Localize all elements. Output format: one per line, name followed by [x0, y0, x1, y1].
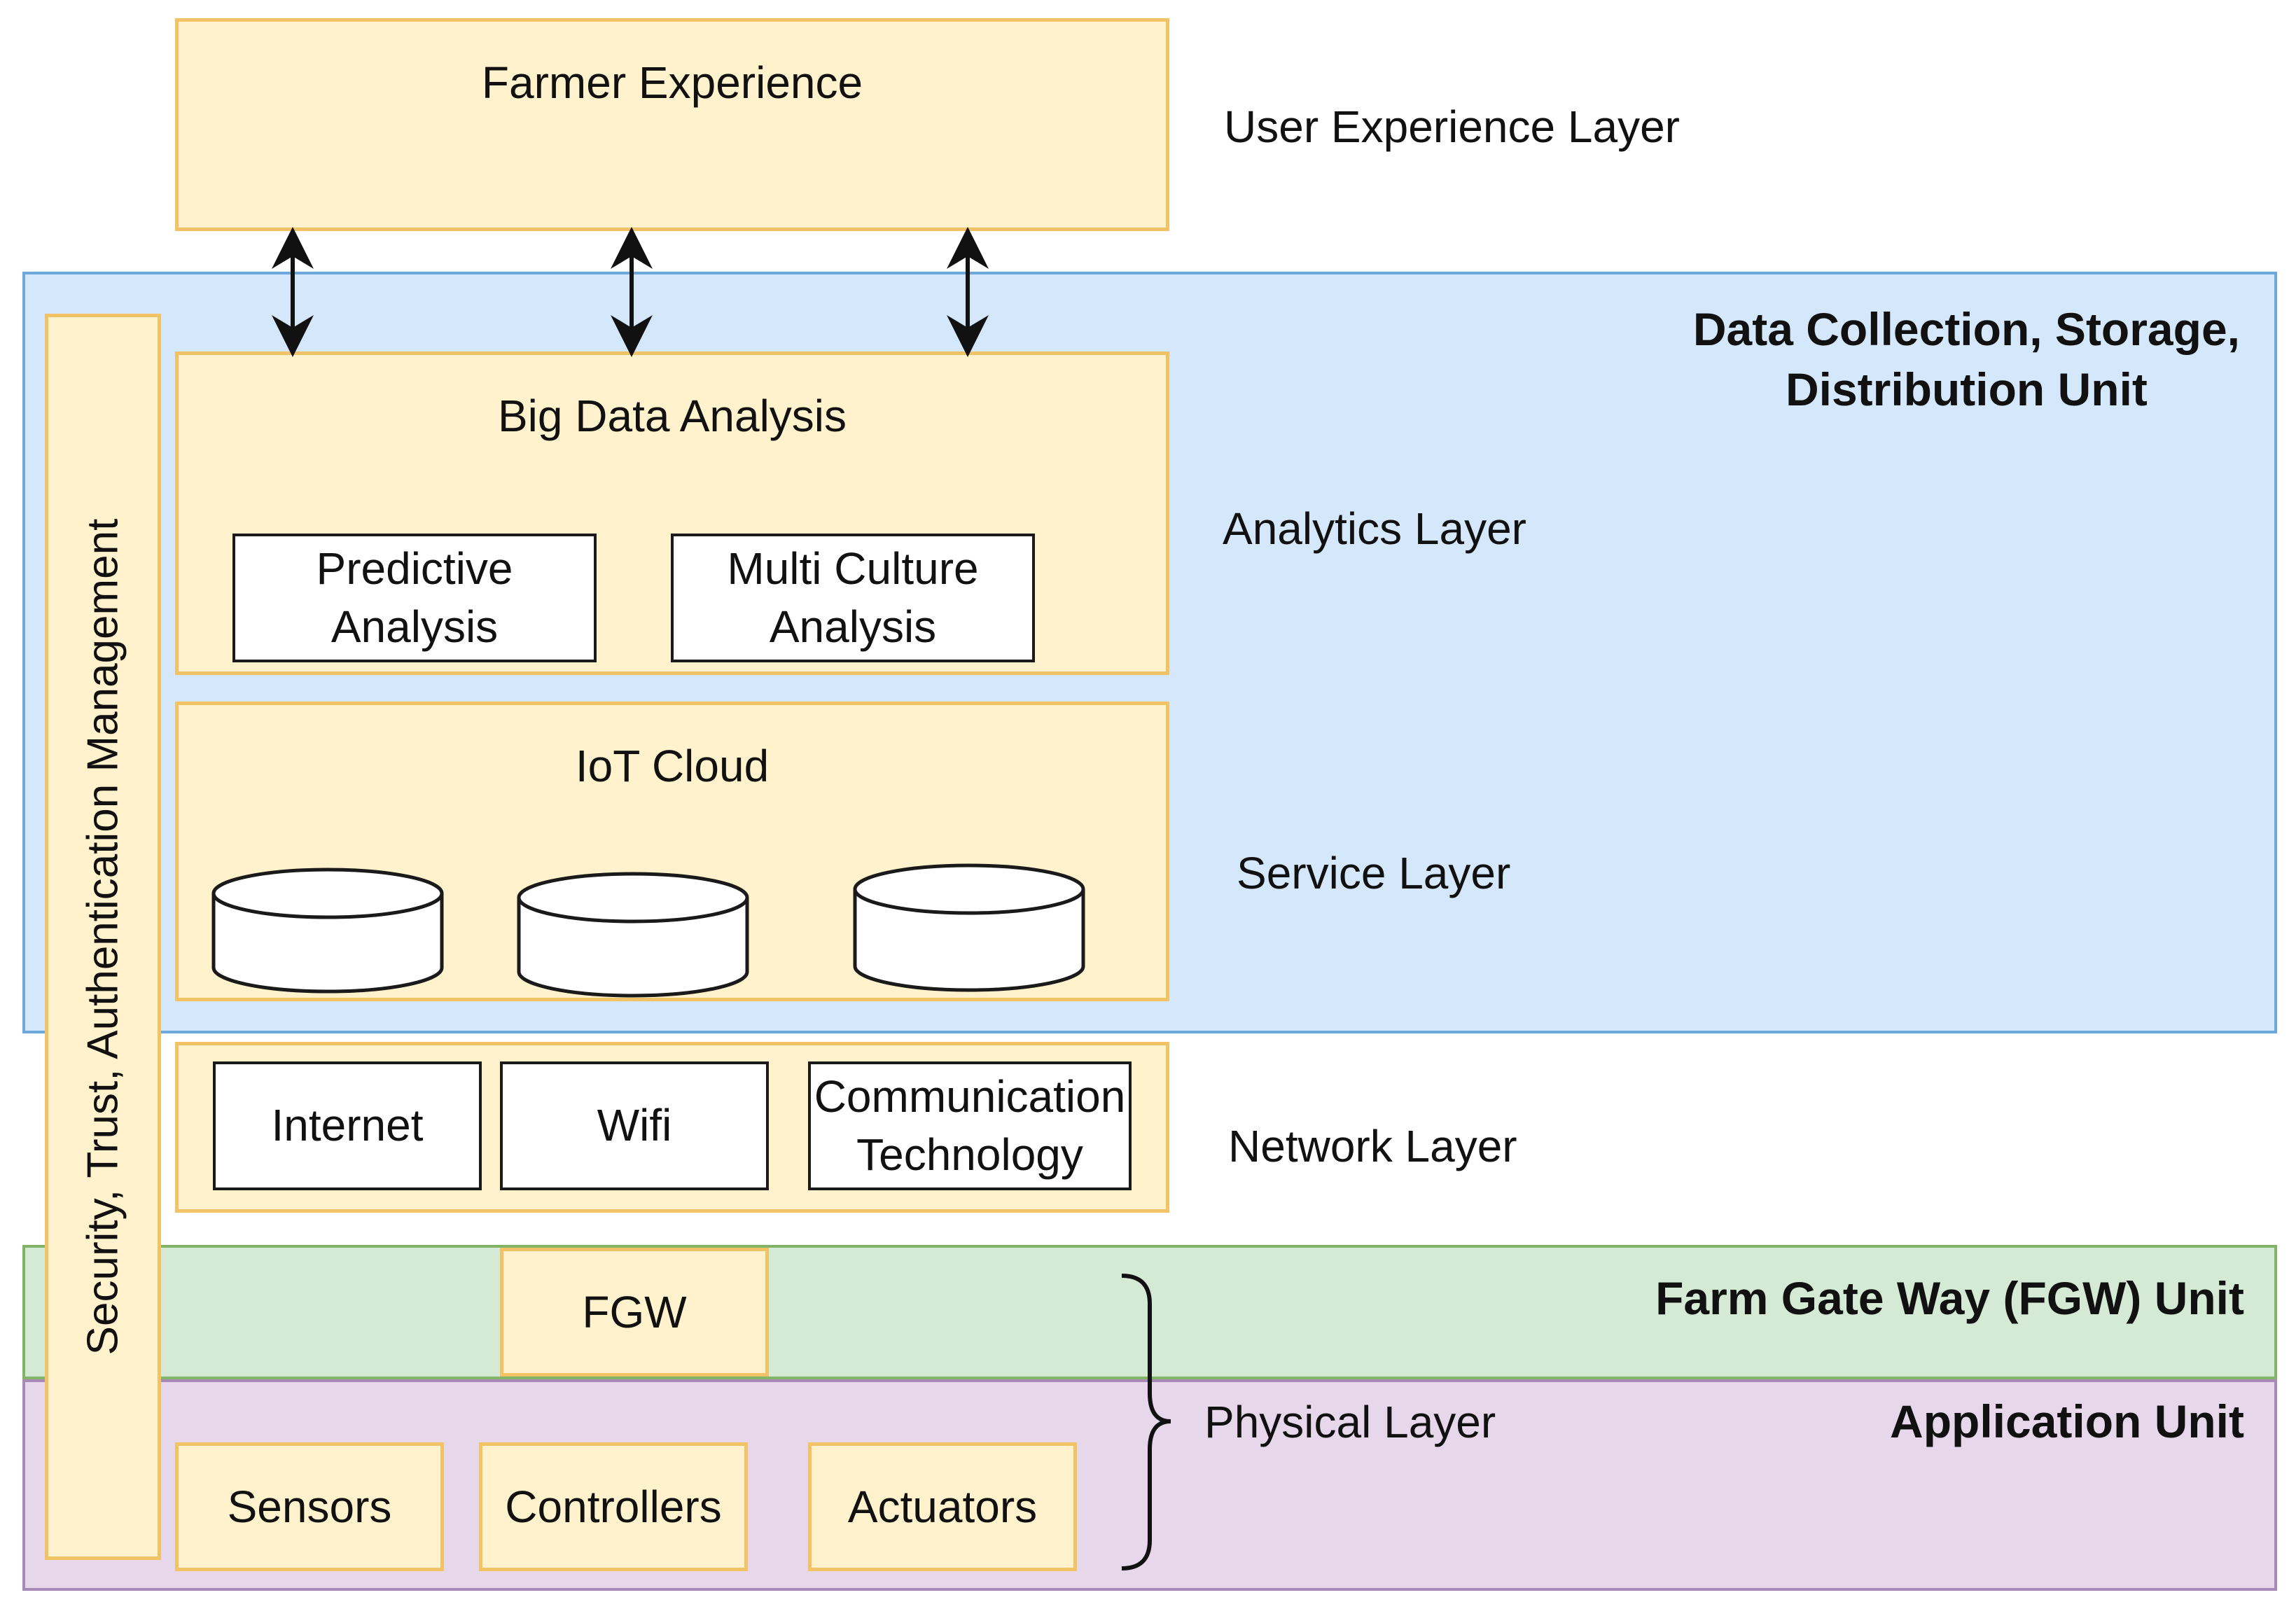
analytics-layer-label: Analytics Layer	[1223, 503, 1526, 554]
controllers-label: Controllers	[505, 1482, 722, 1532]
internet-label: Internet	[271, 1100, 424, 1151]
wifi-label: Wifi	[597, 1100, 672, 1151]
communication-technology-line2: Technology	[856, 1129, 1083, 1180]
predictive-analysis-line2: Analysis	[331, 601, 499, 652]
application-unit-label: Application Unit	[1890, 1395, 2244, 1447]
communication-technology-box: Communication Technology	[808, 1061, 1132, 1190]
data-unit-label: Data Collection, Storage, Distribution U…	[1693, 300, 2240, 420]
user-experience-layer-label: User Experience Layer	[1224, 102, 1680, 152]
farmer-experience-title: Farmer Experience	[481, 57, 863, 108]
database-cylinder-3	[853, 863, 1085, 992]
actuators-label: Actuators	[847, 1482, 1038, 1532]
wifi-box: Wifi	[500, 1061, 769, 1190]
fgw-unit-label: Farm Gate Way (FGW) Unit	[1655, 1272, 2244, 1324]
database-cylinder-1	[211, 868, 444, 994]
sensors-box: Sensors	[175, 1442, 444, 1571]
multi-culture-analysis-line1: Multi Culture	[727, 543, 979, 594]
data-unit-label-line1: Data Collection, Storage,	[1692, 303, 2240, 355]
security-bar: Security, Trust, Authentication Manageme…	[45, 314, 161, 1560]
service-layer-label: Service Layer	[1237, 848, 1511, 898]
farmer-experience-box: Farmer Experience	[175, 18, 1169, 231]
network-layer-label: Network Layer	[1228, 1121, 1517, 1171]
fgw-box: FGW	[500, 1248, 769, 1377]
fgw-label: FGW	[582, 1287, 687, 1337]
data-unit-label-line2: Distribution Unit	[1785, 363, 2148, 415]
communication-technology-line1: Communication	[814, 1071, 1126, 1122]
iot-cloud-title: IoT Cloud	[575, 741, 770, 791]
big-data-analysis-title: Big Data Analysis	[497, 391, 847, 441]
actuators-box: Actuators	[808, 1442, 1077, 1571]
multi-culture-analysis-box: Multi Culture Analysis	[671, 534, 1035, 662]
database-cylinder-2	[517, 872, 749, 998]
multi-culture-analysis-line2: Analysis	[769, 601, 937, 652]
predictive-analysis-box: Predictive Analysis	[232, 534, 597, 662]
internet-box: Internet	[213, 1061, 482, 1190]
predictive-analysis-line1: Predictive	[316, 543, 513, 594]
sensors-label: Sensors	[227, 1482, 392, 1532]
physical-layer-label: Physical Layer	[1204, 1397, 1496, 1447]
controllers-box: Controllers	[479, 1442, 748, 1571]
physical-layer-brace	[1121, 1274, 1171, 1570]
